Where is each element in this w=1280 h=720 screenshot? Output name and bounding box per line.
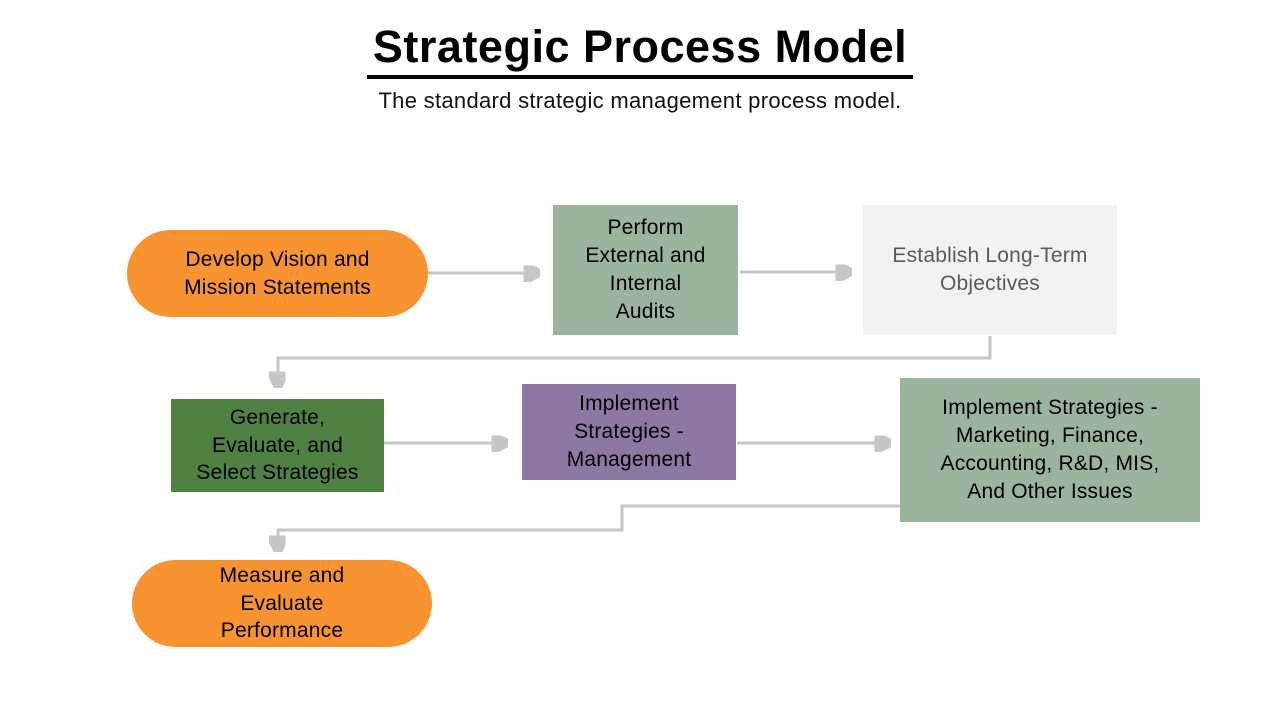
node-implement-strategies-management: Implement Strategies - Management (522, 384, 736, 480)
connector-objectives-to-generate (278, 336, 992, 385)
header: Strategic Process Model The standard str… (0, 22, 1280, 114)
node-label: Measure and Evaluate Performance (219, 563, 345, 643)
node-label: Develop Vision and Mission Statements (184, 247, 371, 299)
node-measure-and-evaluate: Measure and Evaluate Performance (132, 560, 432, 647)
node-establish-objectives: Establish Long-Term Objectives (863, 205, 1117, 335)
page-title: Strategic Process Model (366, 22, 914, 79)
node-label: Generate, Evaluate, and Select Strategie… (196, 405, 359, 485)
connector-functional-to-measure (278, 504, 900, 549)
node-perform-audits: Perform External and Internal Audits (553, 205, 738, 335)
node-implement-strategies-functional: Implement Strategies - Marketing, Financ… (900, 378, 1200, 522)
node-label: Implement Strategies - Management (566, 392, 692, 471)
node-generate-strategies: Generate, Evaluate, and Select Strategie… (171, 399, 384, 492)
page-subtitle: The standard strategic management proces… (378, 87, 902, 113)
node-develop-vision-and-mission: Develop Vision and Mission Statements (127, 230, 428, 317)
node-label: Establish Long-Term Objectives (892, 244, 1088, 295)
node-label: Implement Strategies - Marketing, Financ… (940, 396, 1160, 503)
node-label: Perform External and Internal Audits (585, 216, 706, 323)
